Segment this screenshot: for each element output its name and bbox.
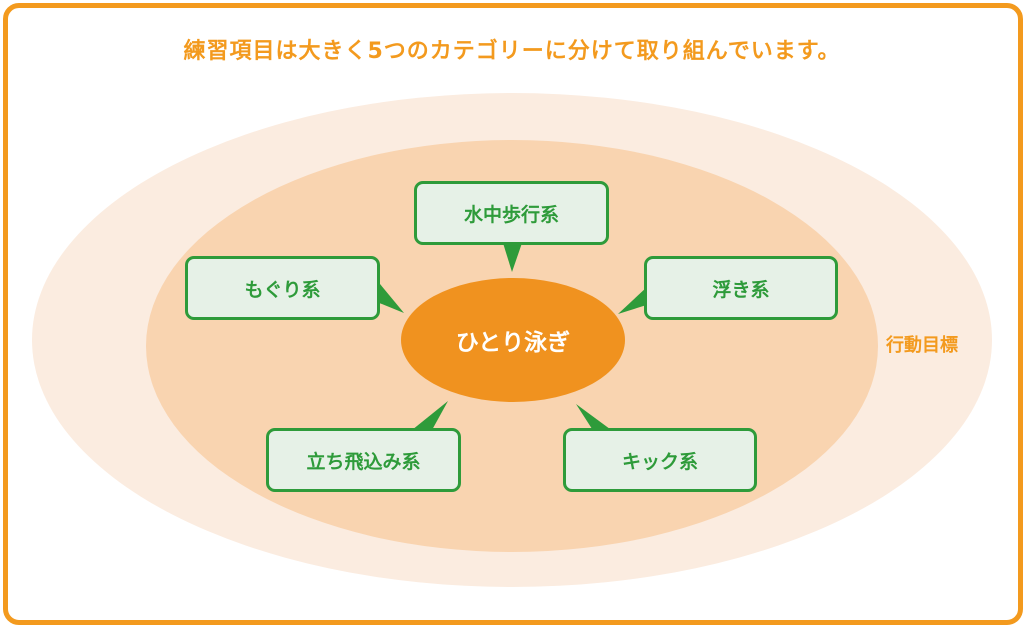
tail-standing-jump: [412, 401, 448, 430]
category-label: 立ち飛込み系: [306, 450, 421, 473]
category-bubble-floating: 浮き系: [644, 256, 838, 320]
center-ellipse: [401, 278, 625, 402]
category-bubble-kick: キック系: [563, 428, 757, 492]
tail-kick: [576, 404, 614, 432]
category-label: 水中歩行系: [463, 203, 559, 226]
center-label: ひとり泳ぎ: [455, 330, 571, 356]
category-bubble-diving: もぐり系: [185, 256, 380, 320]
tail-diving: [372, 284, 404, 313]
page-title: 練習項目は大きく5つのカテゴリーに分けて取り組んでいます。: [183, 39, 841, 64]
category-bubble-standing-jump: 立ち飛込み系: [266, 428, 461, 492]
tail-water-walking: [503, 243, 522, 272]
category-label: もぐり系: [244, 278, 321, 301]
category-bubble-water-walking: 水中歩行系: [414, 181, 609, 245]
outer-ring-label: 行動目標: [886, 335, 958, 356]
category-label: 浮き系: [712, 278, 770, 301]
category-label: キック系: [621, 450, 698, 473]
